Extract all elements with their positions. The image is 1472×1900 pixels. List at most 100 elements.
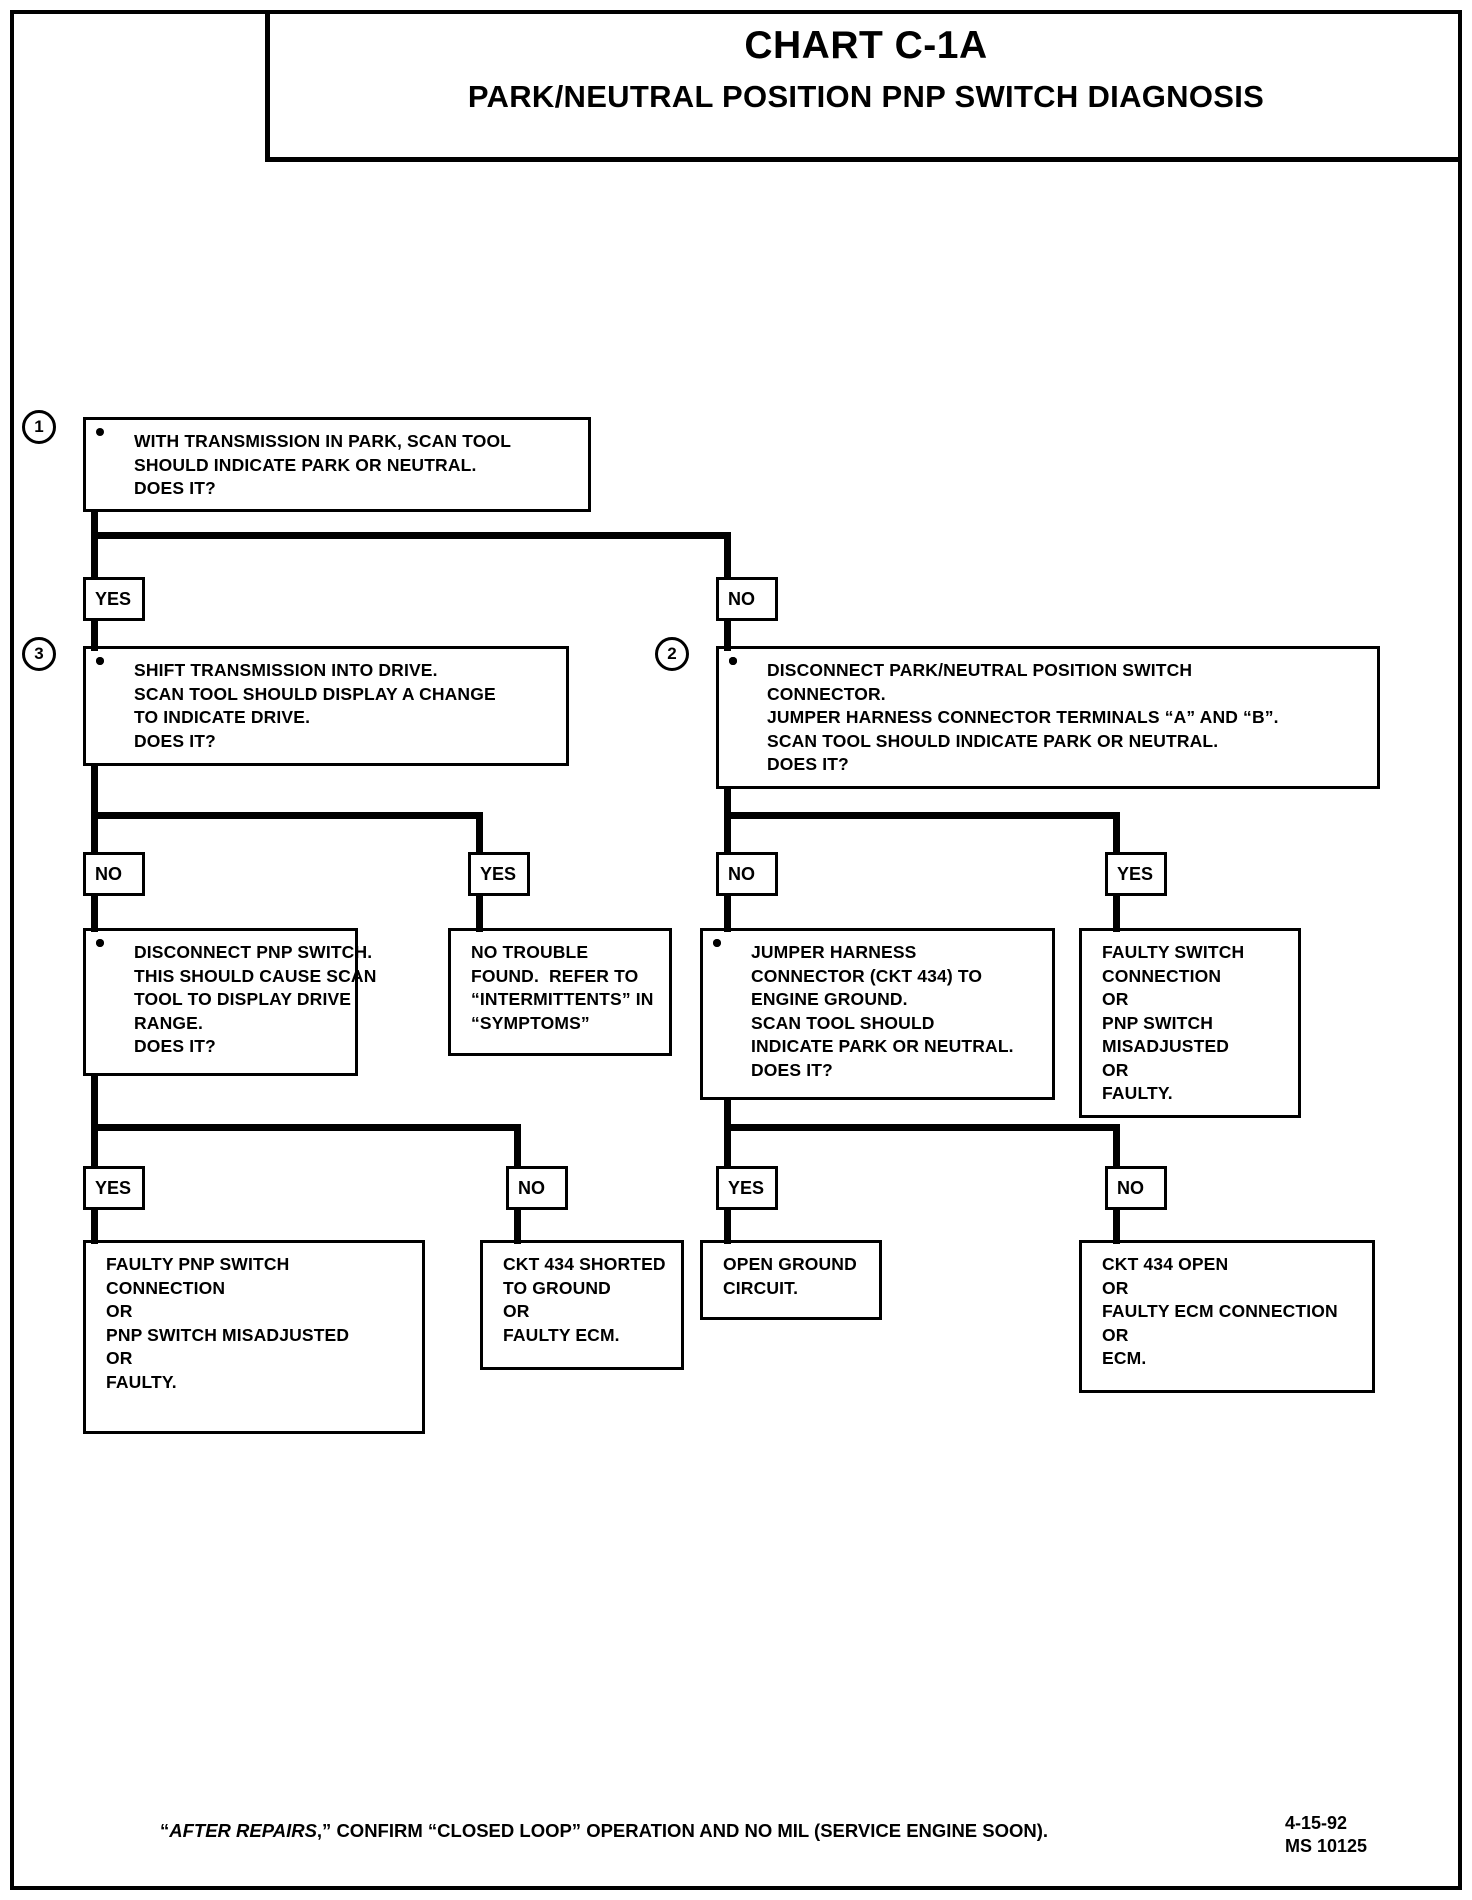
node-disconnect-pnp-line5: DOES IT? — [134, 1036, 216, 1056]
connector-step2-to-yes — [1113, 812, 1120, 852]
node-ckt434-open: CKT 434 OPEN OR FAULTY ECM CONNECTION OR… — [1079, 1240, 1375, 1393]
node-jumper-ground-line1: JUMPER HARNESS — [715, 941, 1042, 965]
node-faulty-pnp-line6: FAULTY. — [106, 1371, 177, 1392]
node-ckt434-open-line1: CKT 434 OPEN — [1102, 1254, 1229, 1274]
connector-pnpbox-to-yes — [91, 1124, 98, 1166]
node-no-trouble-found: NO TROUBLE FOUND. REFER TO “INTERMITTENT… — [448, 928, 672, 1056]
connector-step2-horizontal — [724, 812, 1120, 819]
connector-step1-to-yes — [91, 532, 98, 577]
branch-label-no-step2: NO — [716, 852, 778, 896]
node-open-ground-circuit: OPEN GROUND CIRCUIT. — [700, 1240, 882, 1320]
node-ckt434-shorted-line2: TO GROUND — [503, 1277, 611, 1298]
node-faulty-pnp-switch: FAULTY PNP SWITCH CONNECTION OR PNP SWIT… — [83, 1240, 425, 1434]
connector-no2-down — [724, 896, 731, 932]
branch-label-no-step3: NO — [83, 852, 145, 896]
node-ckt434-shorted-line1: CKT 434 SHORTED — [503, 1254, 666, 1274]
node-step3-line4: DOES IT? — [134, 730, 216, 751]
node-faulty-switch-line4: PNP SWITCH — [1102, 1012, 1214, 1033]
node-faulty-switch-line6: OR — [1102, 1059, 1129, 1080]
connector-yes1-down — [91, 621, 98, 651]
node-no-trouble-line1: NO TROUBLE — [471, 942, 589, 962]
node-step2-line5: DOES IT? — [767, 754, 849, 774]
node-step3-line1: SHIFT TRANSMISSION INTO DRIVE. — [98, 659, 556, 683]
node-step1-line1: WITH TRANSMISSION IN PARK, SCAN TOOL — [98, 430, 578, 454]
connector-no-pnpbox-down — [514, 1210, 521, 1244]
node-ckt434-shorted: CKT 434 SHORTED TO GROUND OR FAULTY ECM. — [480, 1240, 684, 1370]
connector-no1-down — [724, 621, 731, 651]
node-step1: WITH TRANSMISSION IN PARK, SCAN TOOL SHO… — [83, 417, 591, 512]
connector-step3-to-no — [91, 812, 98, 852]
node-ckt434-open-line3: FAULTY ECM CONNECTION — [1102, 1301, 1338, 1321]
node-ckt434-shorted-line3: OR — [503, 1301, 530, 1321]
connector-yes2-down — [1113, 896, 1120, 932]
connector-step3-stem — [91, 766, 98, 816]
node-ckt434-shorted-line4: FAULTY ECM. — [503, 1324, 620, 1345]
page-border — [10, 10, 1462, 1890]
node-disconnect-pnp-line3: TOOL TO DISPLAY DRIVE — [134, 989, 352, 1009]
node-disconnect-pnp-line1: DISCONNECT PNP SWITCH. — [98, 941, 372, 965]
node-no-trouble-line4: “SYMPTOMS” — [471, 1012, 590, 1033]
node-faulty-switch-line5: MISADJUSTED — [1102, 1036, 1230, 1056]
node-disconnect-pnp-line2: THIS SHOULD CAUSE SCAN — [98, 965, 376, 989]
connector-no3-down — [91, 896, 98, 932]
branch-label-no-pnpbox: NO — [506, 1166, 568, 1210]
node-jumper-ground-line3: ENGINE GROUND. — [751, 989, 908, 1009]
node-faulty-switch-line7: FAULTY. — [1102, 1083, 1173, 1103]
footer-date: 4-15-92 — [1285, 1813, 1348, 1833]
node-jumper-ground: JUMPER HARNESS CONNECTOR (CKT 434) TO EN… — [700, 928, 1055, 1100]
node-step2-line2: CONNECTOR. — [767, 683, 886, 704]
branch-label-yes-step3: YES — [468, 852, 530, 896]
title-block: CHART C-1A PARK/NEUTRAL POSITION PNP SWI… — [265, 10, 1462, 162]
branch-label-no-step1: NO — [716, 577, 778, 621]
node-step2-line4: SCAN TOOL SHOULD INDICATE PARK OR NEUTRA… — [731, 730, 1367, 754]
connector-pnpbox-to-no — [514, 1124, 521, 1166]
chart-subtitle: PARK/NEUTRAL POSITION PNP SWITCH DIAGNOS… — [467, 78, 1265, 114]
branch-label-yes-step2: YES — [1105, 852, 1167, 896]
footer-code-block: 4-15-92 MS 10125 — [1285, 1812, 1367, 1858]
connector-step3-to-yes — [476, 812, 483, 852]
node-step2-line1: DISCONNECT PARK/NEUTRAL POSITION SWITCH — [731, 659, 1367, 683]
connector-jumperbox-horizontal — [724, 1124, 1120, 1131]
node-open-ground-line1: OPEN GROUND — [723, 1254, 857, 1274]
connector-step3-horizontal — [91, 812, 483, 819]
node-ckt434-open-line2: OR — [1102, 1277, 1129, 1298]
node-jumper-ground-line6: DOES IT? — [751, 1059, 833, 1080]
connector-yes-pnpbox-down — [91, 1210, 98, 1244]
node-faulty-pnp-line5: OR — [106, 1348, 133, 1368]
footer-note: “AFTER REPAIRS,” CONFIRM “CLOSED LOOP” O… — [160, 1820, 1048, 1842]
node-faulty-switch-line3: OR — [1102, 989, 1129, 1009]
node-step3-line3: TO INDICATE DRIVE. — [134, 707, 311, 727]
footer-note-rest: ,” CONFIRM “CLOSED LOOP” OPERATION AND N… — [316, 1820, 1049, 1841]
step-number-1: 1 — [22, 410, 56, 444]
connector-no-jumperbox-down — [1113, 1210, 1120, 1244]
node-step3: SHIFT TRANSMISSION INTO DRIVE. SCAN TOOL… — [83, 646, 569, 766]
connector-step2-to-no — [724, 812, 731, 852]
connector-pnpbox-horizontal — [91, 1124, 521, 1131]
node-open-ground-line2: CIRCUIT. — [723, 1277, 799, 1298]
branch-label-yes-jumperbox: YES — [716, 1166, 778, 1210]
node-step2-line3: JUMPER HARNESS CONNECTOR TERMINALS “A” A… — [731, 706, 1367, 730]
node-step1-line3: DOES IT? — [134, 478, 216, 498]
step-number-2: 2 — [655, 637, 689, 671]
connector-step1-stem — [91, 512, 98, 537]
step-number-3: 3 — [22, 637, 56, 671]
node-disconnect-pnp-line4: RANGE. — [134, 1012, 203, 1033]
connector-pnpbox-stem — [91, 1076, 98, 1131]
node-faulty-pnp-line1: FAULTY PNP SWITCH — [106, 1254, 290, 1274]
connector-step1-to-no — [724, 532, 731, 577]
node-ckt434-open-line4: OR — [1102, 1324, 1129, 1345]
node-disconnect-pnp: DISCONNECT PNP SWITCH. THIS SHOULD CAUSE… — [83, 928, 376, 1076]
node-jumper-ground-line2: CONNECTOR (CKT 434) TO — [751, 965, 983, 986]
branch-label-yes-step1: YES — [83, 577, 145, 621]
chart-title: CHART C-1A — [744, 24, 988, 67]
node-faulty-pnp-line3: OR — [106, 1301, 133, 1321]
node-jumper-ground-line4: SCAN TOOL SHOULD — [715, 1012, 1042, 1036]
node-step3-line2: SCAN TOOL SHOULD DISPLAY A CHANGE — [98, 683, 556, 707]
connector-yes3-down — [476, 896, 483, 932]
footer-note-emphasis: AFTER REPAIRS — [169, 1820, 317, 1841]
connector-jumperbox-stem — [724, 1100, 731, 1166]
node-step1-line2: SHOULD INDICATE PARK OR NEUTRAL. — [134, 454, 477, 475]
connector-yes-jumperbox-down — [724, 1210, 731, 1244]
node-faulty-switch-connection: FAULTY SWITCH CONNECTION OR PNP SWITCH M… — [1079, 928, 1301, 1118]
